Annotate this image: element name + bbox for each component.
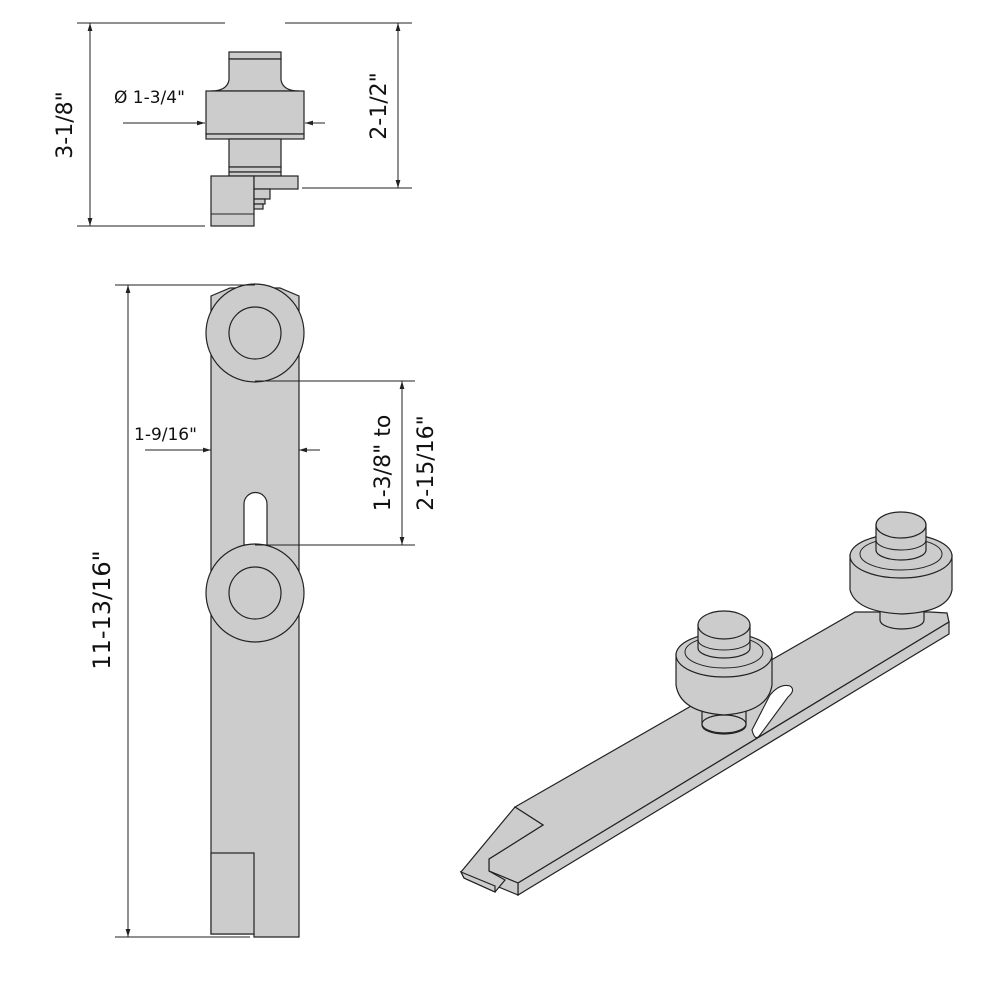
side-nut	[253, 188, 271, 200]
side-neck-base	[228, 171, 282, 177]
iso-slot	[751, 684, 794, 739]
label-overall-length: 11-13/16"	[88, 550, 116, 669]
label-overall-height: 3-1/8"	[53, 91, 78, 158]
side-wheel-lip	[205, 133, 305, 140]
side-neck-ring	[228, 166, 282, 173]
side-block	[210, 175, 255, 227]
label-wheel-diameter: Ø 1-3/4"	[114, 88, 185, 108]
iso-roller-back	[849, 511, 953, 630]
side-cap	[228, 51, 282, 60]
label-spacing-line1: 1-3/8" to	[371, 415, 396, 512]
iso-blade-edge	[459, 870, 496, 893]
iso-roller-front	[675, 610, 773, 735]
side-flange	[253, 175, 299, 190]
isometric-view	[459, 511, 953, 897]
upper-roller-inner	[228, 306, 282, 360]
front-view: 11-13/16" 1-9/16" 1-3/8" to 2-15/16"	[88, 283, 439, 938]
side-wheel	[205, 90, 305, 135]
adjustment-slot	[243, 491, 268, 546]
lower-roller-inner	[228, 566, 282, 620]
front-notch	[210, 852, 255, 935]
side-nut3	[253, 203, 264, 210]
side-neck	[228, 138, 282, 168]
label-wheel-height: 2-1/2"	[367, 72, 392, 139]
label-bar-width: 1-9/16"	[134, 425, 197, 445]
side-view: 3-1/8" 2-1/2" Ø 1-3/4"	[53, 22, 412, 227]
label-spacing-line2: 2-15/16"	[414, 415, 439, 510]
side-hub	[210, 58, 300, 92]
side-nut2	[253, 198, 266, 205]
